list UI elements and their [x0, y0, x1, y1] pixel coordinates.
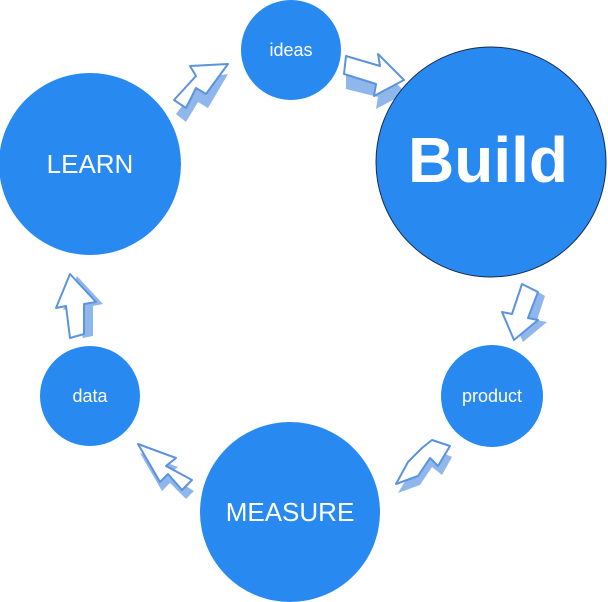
arrow-ideas-to-build — [343, 53, 406, 109]
node-ideas: ideas — [241, 0, 341, 100]
node-learn: LEARN — [0, 73, 181, 255]
data-circle — [40, 346, 140, 446]
measure-circle — [200, 422, 380, 602]
build-circle — [375, 46, 607, 278]
node-build: Build — [375, 46, 607, 278]
arrow-learn-to-ideas — [173, 63, 229, 122]
learn-circle — [0, 73, 181, 255]
product-label: product — [462, 386, 522, 406]
node-data: data — [40, 346, 140, 446]
node-product: product — [441, 345, 543, 447]
arrow-build-to-product — [501, 283, 547, 342]
ideas-label: ideas — [269, 40, 312, 60]
data-label: data — [72, 386, 108, 406]
node-measure: MEASURE — [200, 422, 380, 602]
arrow-measure-to-data — [137, 443, 194, 499]
arrow-data-to-learn — [55, 273, 103, 339]
measure-label: MEASURE — [226, 497, 355, 527]
ideas-circle — [241, 0, 341, 100]
learn-label: LEARN — [47, 149, 134, 179]
arrow-product-to-measure — [395, 439, 452, 493]
build-label: Build — [408, 124, 568, 196]
product-circle — [441, 345, 543, 447]
